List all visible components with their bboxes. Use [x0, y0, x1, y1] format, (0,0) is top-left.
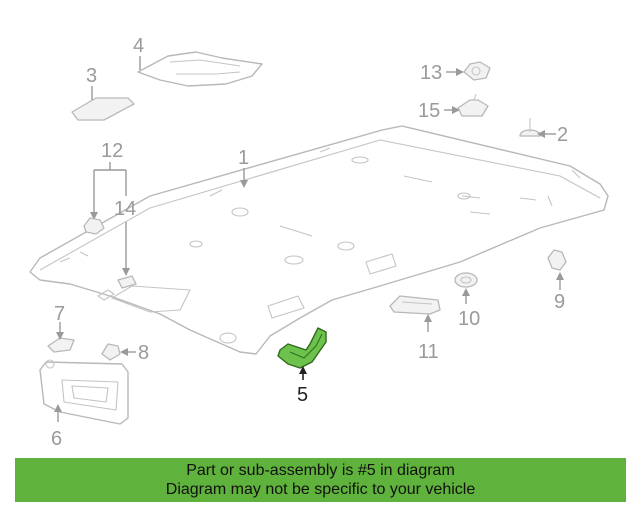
arrow-6 — [54, 404, 62, 412]
arrow-14 — [122, 268, 130, 276]
arrow-8 — [120, 348, 128, 356]
part-1-headliner — [29, 125, 609, 355]
callout-15: 15 — [418, 100, 440, 122]
arrow-7 — [56, 332, 64, 340]
callout-4: 4 — [133, 35, 144, 57]
part-6-sunvisor — [39, 359, 129, 425]
callout-5: 5 — [297, 384, 308, 406]
callout-2: 2 — [557, 124, 568, 146]
part-8-clip — [101, 343, 121, 361]
arrow-11 — [424, 314, 432, 322]
arrow-1 — [240, 180, 248, 188]
part-2-pushpin — [519, 118, 541, 137]
callout-3: 3 — [86, 65, 97, 87]
part-5-grab-handle — [277, 327, 327, 369]
callout-1: 1 — [238, 147, 249, 169]
callout-7: 7 — [54, 303, 65, 325]
part-10-grommet — [454, 272, 478, 288]
part-7-pad — [47, 337, 75, 353]
arrow-9 — [556, 272, 564, 280]
arrow-2 — [537, 130, 545, 138]
arrow-5 — [299, 366, 307, 374]
part-15-retainer — [457, 93, 489, 117]
part-14-hook — [117, 275, 137, 289]
part-12-clip — [83, 217, 105, 235]
part-info-banner: Part or sub-assembly is #5 in diagram Di… — [15, 458, 626, 502]
callout-9: 9 — [554, 291, 565, 313]
callout-8: 8 — [138, 342, 149, 364]
part-9-clip — [547, 249, 567, 271]
arrow-15 — [452, 106, 460, 114]
callout-12: 12 — [101, 140, 123, 162]
parts-diagram: 4 3 13 15 2 — [29, 35, 609, 450]
callout-13: 13 — [420, 62, 442, 84]
callout-10: 10 — [458, 308, 480, 330]
leader-12 — [93, 162, 127, 214]
arrow-13 — [456, 68, 464, 76]
part-11-mount — [389, 295, 441, 315]
part-13-clip — [463, 61, 491, 81]
callout-11: 11 — [418, 341, 439, 363]
callout-6: 6 — [51, 428, 62, 450]
arrow-12 — [90, 212, 98, 220]
part-3-pad — [71, 97, 135, 121]
callout-14: 14 — [114, 198, 136, 220]
banner-line-1: Part or sub-assembly is #5 in diagram — [186, 462, 455, 479]
part-4-bracket — [137, 51, 263, 87]
arrow-10 — [462, 288, 470, 296]
banner-line-2: Diagram may not be specific to your vehi… — [165, 481, 476, 498]
